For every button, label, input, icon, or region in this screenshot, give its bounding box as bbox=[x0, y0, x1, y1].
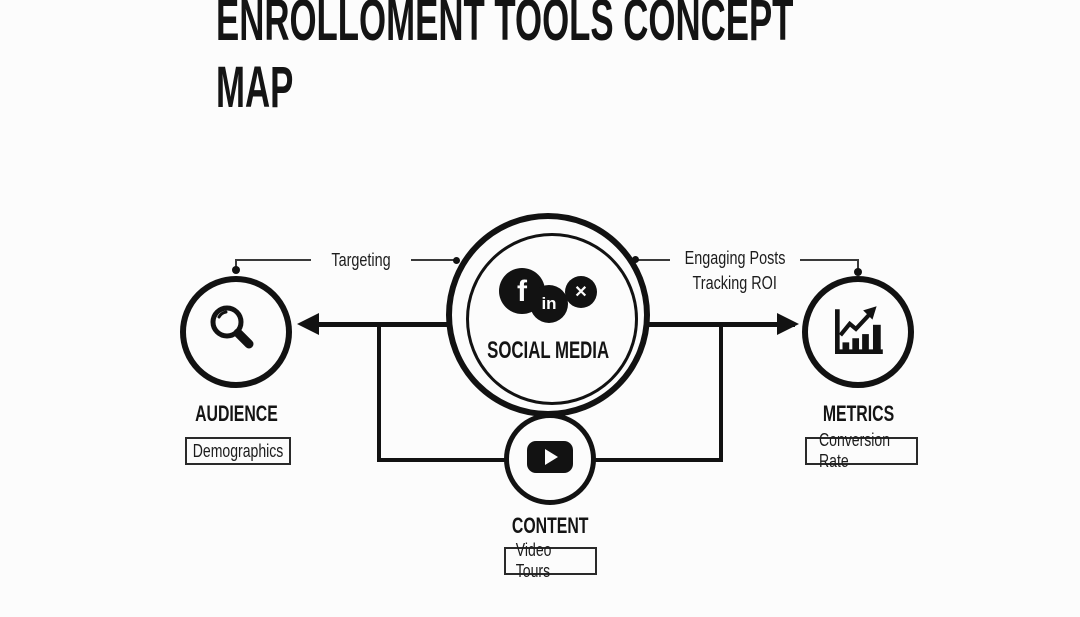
x-twitter-glyph: ✕ bbox=[574, 284, 588, 301]
magnifier-icon bbox=[210, 305, 254, 349]
play-video-icon bbox=[527, 441, 573, 473]
social-media-inner-ring bbox=[466, 233, 638, 405]
dot-metrics-top bbox=[854, 268, 862, 276]
audience-label: AUDIENCE bbox=[194, 401, 278, 426]
demographics-tag: Demographics bbox=[185, 437, 291, 465]
bar-chart-icon bbox=[835, 306, 883, 354]
metrics-node bbox=[802, 276, 914, 388]
metrics-label: METRICS bbox=[822, 401, 894, 426]
linkedin-glyph: in bbox=[541, 294, 557, 313]
arrowhead-to-audience-icon bbox=[297, 313, 319, 335]
targeting-connector-vertical bbox=[235, 259, 237, 270]
facebook-glyph: f bbox=[517, 275, 527, 308]
linkedin-icon: in bbox=[530, 285, 568, 323]
engaging-tracking-edge-label: Engaging Posts Tracking ROI bbox=[670, 246, 800, 296]
content-label: CONTENT bbox=[511, 513, 589, 538]
branch-right-vertical bbox=[719, 322, 723, 462]
content-node bbox=[504, 413, 596, 505]
arrowhead-to-metrics-icon bbox=[777, 313, 799, 335]
engaging-connector-vertical bbox=[857, 259, 859, 273]
page-title: ENROLLOMENT TOOLS CONCEPT MAP bbox=[0, 0, 1080, 120]
tracking-roi-text: Tracking ROI bbox=[692, 273, 778, 293]
dot-central-left bbox=[453, 257, 460, 264]
dot-central-right bbox=[632, 256, 639, 263]
x-twitter-icon: ✕ bbox=[565, 276, 597, 308]
branch-left-vertical bbox=[377, 322, 381, 462]
conversion-rate-tag: Conversion Rate bbox=[805, 430, 918, 471]
engaging-posts-text: Engaging Posts bbox=[684, 248, 786, 268]
video-tours-tag: Video Tours bbox=[504, 540, 597, 581]
dot-audience-top bbox=[232, 266, 240, 274]
social-media-label: SOCIAL MEDIA bbox=[487, 337, 609, 364]
targeting-edge-label: Targeting bbox=[311, 249, 411, 272]
page-title-text: ENROLLOMENT TOOLS CONCEPT MAP bbox=[216, 0, 794, 120]
